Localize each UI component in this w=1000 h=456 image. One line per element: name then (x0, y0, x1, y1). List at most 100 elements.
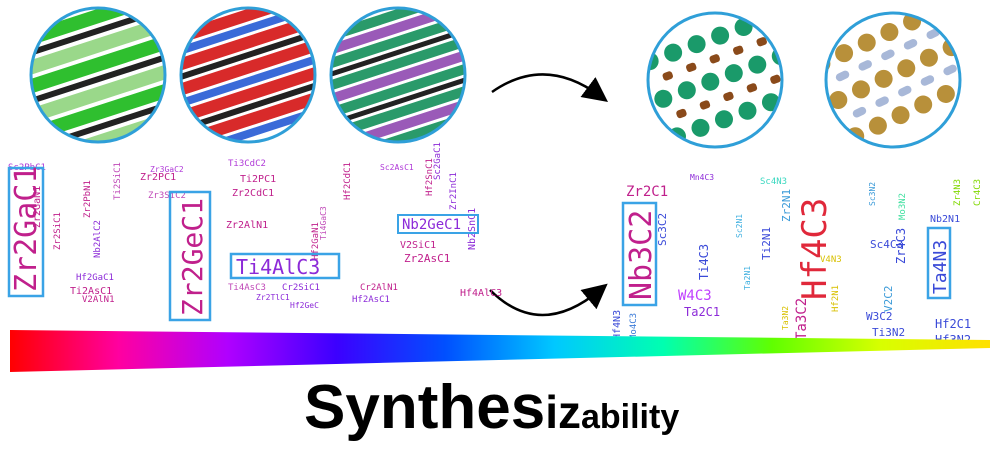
cloud-word: Zr2TlC1 (256, 293, 290, 302)
structure-circle-ti4alc3 (329, 6, 467, 144)
lower-arrow (489, 283, 608, 317)
cloud-word: Hf2C1 (935, 317, 971, 331)
mx-highlight-nb3c2: Nb3C2 (621, 201, 659, 307)
highlight-label-zr2gac1: Zr2GaC1 (9, 166, 44, 292)
cloud-word: Zr2PC1 (140, 172, 176, 183)
cloud-word: Ti3N2 (872, 326, 905, 339)
highlight-label-nb2gec1: Nb2GeC1 (402, 217, 461, 233)
title-part-large: Synthes (304, 373, 545, 442)
synthesizability-title: Synthesizability (304, 373, 679, 442)
mx-word-cloud: Mn4C3Zr2C1Sc3C2Ti4C3W4C3Ta2C1W2C1Hf4N3Mo… (612, 173, 983, 349)
cloud-word: Zr4C3 (894, 228, 908, 264)
cloud-word: Ti4AsC3 (228, 283, 266, 293)
cloud-word: Hf2CdC1 (343, 162, 353, 200)
cloud-word: Ti2N1 (760, 227, 773, 260)
cloud-word: Zr2SiC1 (53, 212, 63, 250)
cloud-word: Hf4AlC3 (460, 288, 502, 299)
highlight-box (229, 252, 341, 280)
circle-border (646, 11, 784, 149)
highlight-label-zr2gec1: Zr2GeC1 (176, 198, 209, 316)
synthesizability-gradient-bar (10, 330, 990, 372)
mx-highlight-ta4n3: Ta4N3 (926, 226, 952, 300)
highlight-box (7, 166, 45, 298)
cloud-word: Hf2N1 (831, 285, 841, 312)
max-structure-images (29, 6, 467, 144)
cloud-word: Ti3CdC2 (228, 159, 266, 169)
cloud-word: Cr2AlN1 (360, 283, 398, 293)
cloud-word: Zr2CdC1 (232, 188, 274, 199)
cloud-word: Sc3N2 (868, 182, 877, 206)
highlight-label-hf4c3: Hf4C3 (795, 198, 835, 300)
highlight-box (168, 190, 212, 322)
circle-border (329, 6, 467, 144)
cloud-word: Nb2SnC1 (467, 208, 478, 250)
max-highlight-ti4alc3: Ti4AlC3 (229, 252, 341, 280)
mx-structure-images (646, 11, 962, 149)
max-highlight-zr2gac1: Zr2GaC1 (7, 166, 45, 298)
cloud-word: Hf2AsC1 (352, 295, 390, 305)
title-part-small: ability (581, 398, 679, 436)
cloud-word: Zr4N3 (953, 179, 963, 206)
cloud-word: Cr4C3 (973, 179, 983, 206)
cloud-word: Sc2GaC1 (433, 142, 443, 180)
cloud-word: Ti4GaC3 (319, 206, 328, 240)
max-word-cloud: Sc2PbC1Zr2GaN1Zr2SiC1Ti2AsC1Hf2GaC1V2AlN… (7, 142, 502, 322)
cloud-word: Zr3SiC2 (148, 191, 186, 201)
cloud-word: Ti4C3 (697, 244, 711, 280)
circle-border (824, 11, 962, 149)
max-highlight-zr2gec1: Zr2GeC1 (168, 190, 212, 322)
highlight-label-ti4alc3: Ti4AlC3 (236, 255, 320, 279)
cloud-word: Sc4N3 (760, 177, 787, 187)
cloud-word: Ti2PC1 (240, 174, 276, 185)
highlight-label-nb3c2: Nb3C2 (624, 210, 659, 300)
cloud-word: Ti2SiC1 (113, 162, 123, 200)
highlight-label-ta4n3: Ta4N3 (930, 240, 951, 294)
cloud-word: V2C2 (882, 286, 895, 313)
cloud-word: Hf2GaN1 (311, 222, 321, 260)
highlight-box (926, 226, 952, 300)
highlight-box (397, 214, 479, 234)
cloud-word: Ta2N1 (743, 266, 752, 290)
cloud-word: W3C2 (866, 310, 893, 323)
cloud-word: V4N3 (820, 255, 842, 265)
cloud-word: Zr2AsC1 (404, 252, 450, 265)
mx-highlight-hf4c3: Hf4C3 (795, 198, 835, 300)
structure-circle-mxene-green (646, 11, 784, 149)
cloud-word: V2SiC1 (400, 240, 436, 251)
highlight-box (621, 201, 658, 307)
crystal-lattice-teal (331, 8, 465, 142)
upper-arrow (491, 73, 609, 102)
cloud-word: Zr3GaC2 (150, 165, 184, 174)
cloud-word: V2AlN1 (82, 295, 115, 305)
cloud-word: Ta2C1 (684, 305, 720, 319)
structure-circle-zr2gec (179, 6, 317, 144)
cloud-word: Hf2GeC (290, 301, 319, 310)
max-cloud-words: Sc2PbC1Zr2GaN1Zr2SiC1Ti2AsC1Hf2GaC1V2AlN… (8, 142, 502, 310)
cloud-word: Nb2N1 (930, 214, 960, 225)
title-part-medium: iz (545, 386, 581, 438)
mx-cloud-words: Mn4C3Zr2C1Sc3C2Ti4C3W4C3Ta2C1W2C1Hf4N3Mo… (612, 173, 983, 349)
cloud-word: Sc4C3 (870, 238, 903, 251)
cloud-word: Zr2AlN1 (226, 220, 268, 231)
cloud-word: Sc2AsC1 (380, 163, 414, 172)
cloud-word: Ta3C2 (794, 298, 810, 340)
cloud-word: Zr2N1 (780, 189, 793, 222)
cloud-word: Cr2SiC1 (282, 283, 320, 293)
cloud-word: W4C3 (678, 288, 712, 304)
circle-border (179, 6, 317, 144)
cloud-word: Ti2AsC1 (70, 286, 112, 297)
cloud-word: Sc3C2 (656, 213, 669, 246)
max-highlight-nb2gec1: Nb2GeC1 (397, 214, 479, 234)
cloud-word: Zr2C1 (626, 184, 668, 200)
cloud-word: Hf4N3 (612, 310, 623, 340)
cloud-word: Zr2PbN1 (83, 180, 93, 218)
structure-circle-zr2gac (29, 6, 167, 144)
cloud-word: Zr2InC1 (449, 172, 459, 210)
cloud-word: Ta3N2 (781, 306, 790, 330)
cloud-word: Sc2N1 (735, 214, 744, 238)
cloud-word: Hf2SnC1 (425, 158, 435, 196)
cloud-word: Zr2GaN1 (32, 186, 43, 228)
structure-circle-mxene-gold (824, 11, 962, 149)
